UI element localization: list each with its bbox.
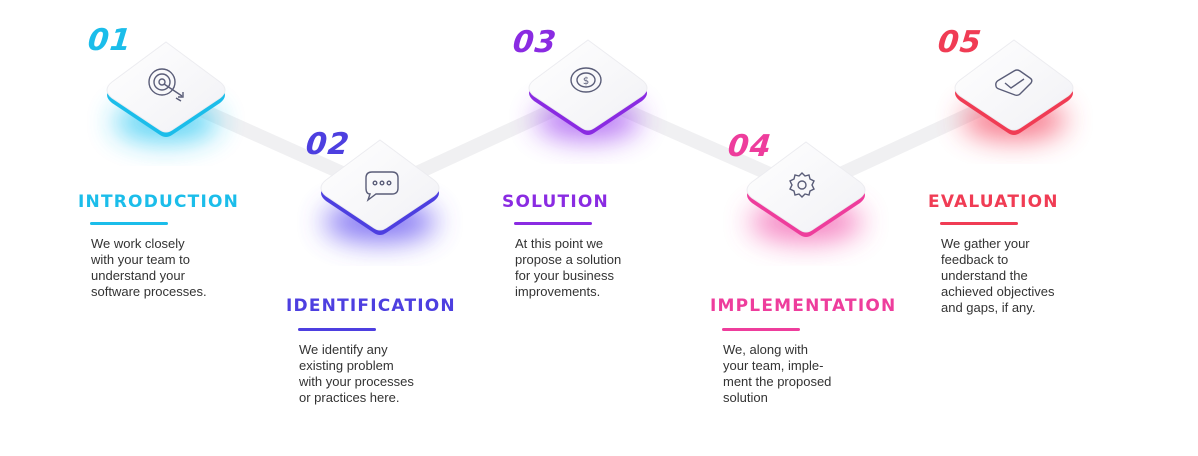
step-title-identification: IDENTIFICATION <box>286 296 456 316</box>
description-line: propose a solution <box>515 252 622 267</box>
description-line: and gaps, if any. <box>941 300 1036 315</box>
step-title-implementation: IMPLEMENTATION <box>710 296 897 316</box>
description-line: solution <box>723 390 768 405</box>
step-tile-2 <box>320 139 440 242</box>
chat-bubble-icon <box>365 171 399 202</box>
description-line: software processes. <box>91 284 207 299</box>
description-line: existing problem <box>299 358 394 373</box>
description-line: feedback to <box>941 252 1009 267</box>
step-underline-2 <box>298 328 376 331</box>
step-tile-4 <box>746 141 866 242</box>
step-title-introduction: INTRODUCTION <box>78 192 240 212</box>
description-line: We identify any <box>299 342 388 357</box>
description-line: We work closely <box>91 236 185 251</box>
description-line: understand the <box>941 268 1028 283</box>
step-number-1: 01 <box>86 23 134 58</box>
step-title-solution: SOLUTION <box>502 192 609 212</box>
step-description-3: At this point we propose a solution for … <box>515 236 621 300</box>
step-underline-4 <box>722 328 800 331</box>
description-line: achieved objectives <box>941 284 1055 299</box>
description-line: or practices here. <box>299 390 400 405</box>
step-underline-5 <box>940 222 1018 225</box>
step-underline-1 <box>90 222 168 225</box>
dollar-coin-icon: $ <box>570 67 602 93</box>
description-line: for your business <box>515 268 614 283</box>
step-underline-3 <box>514 222 592 225</box>
svg-text:$: $ <box>583 76 589 87</box>
step-number-2: 02 <box>304 127 352 162</box>
step-description-4: We, along with your team, imple- ment th… <box>723 342 831 406</box>
description-line: with your team to <box>91 252 190 267</box>
description-line: your team, imple- <box>723 358 824 373</box>
step-number-3: 03 <box>511 25 559 60</box>
description-line: ment the proposed <box>723 374 832 389</box>
step-tile-1 <box>106 41 226 142</box>
description-line: with your processes <box>299 374 414 389</box>
step-number-5: 05 <box>936 25 984 60</box>
description-line: improvements. <box>515 284 601 299</box>
description-line: At this point we <box>515 236 604 251</box>
step-tile-5 <box>954 39 1074 140</box>
description-line: We, along with <box>723 342 809 357</box>
step-tile-3: $ <box>528 39 648 140</box>
step-description-2: We identify any existing problem with yo… <box>299 342 414 406</box>
step-number-4: 04 <box>726 129 774 164</box>
step-description-1: We work closely with your team to unders… <box>91 236 207 300</box>
description-line: We gather your <box>941 236 1030 251</box>
checkmark-icon <box>995 69 1033 97</box>
step-description-5: We gather your feedback to understand th… <box>941 236 1054 316</box>
target-icon <box>148 68 184 102</box>
gear-icon <box>789 172 815 198</box>
step-title-evaluation: EVALUATION <box>928 192 1059 212</box>
description-line: understand your <box>91 268 185 283</box>
